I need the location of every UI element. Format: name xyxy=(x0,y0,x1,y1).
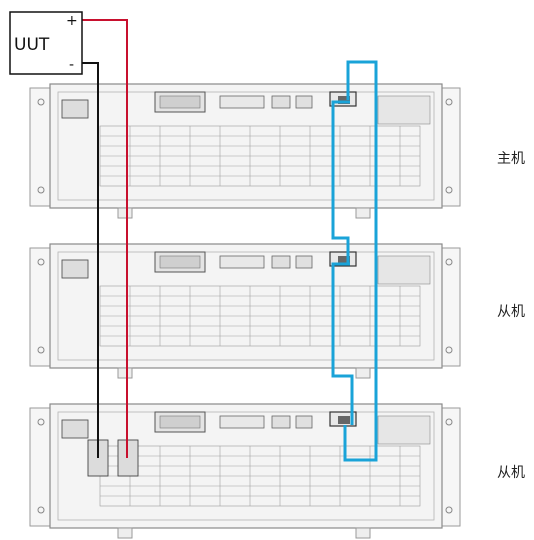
uut-label: UUT xyxy=(14,35,50,55)
rack-feet xyxy=(117,367,371,379)
rack-feet xyxy=(117,527,371,539)
fan-panel xyxy=(154,91,206,113)
link-cable-master-to-slave1 xyxy=(331,100,350,264)
uut-box xyxy=(9,11,83,75)
load-unit-master xyxy=(29,83,461,219)
rack-ears xyxy=(29,87,461,207)
fan-panel xyxy=(154,411,206,433)
io-port-2 xyxy=(338,416,350,424)
load-unit-slave-2 xyxy=(29,403,461,539)
unit-role-label-slave-2: 从机 xyxy=(497,465,525,481)
uut-negative-terminal: - xyxy=(69,57,74,73)
vent-grid xyxy=(99,125,421,187)
rack-ears xyxy=(29,247,461,367)
positive-wire xyxy=(82,19,128,458)
connector-strip xyxy=(219,95,313,109)
vent-grid xyxy=(99,285,421,347)
negative-wire xyxy=(82,62,99,458)
rack-feet xyxy=(117,207,371,219)
connector-strip xyxy=(219,415,313,429)
io-port-2 xyxy=(338,96,350,104)
terminal-block-left xyxy=(61,259,89,279)
uut-device: UUT + - xyxy=(9,11,83,75)
unit-role-label-master: 主机 xyxy=(497,151,525,167)
terminal-block-left xyxy=(61,99,89,119)
load-unit-slave-1 xyxy=(29,243,461,379)
outer-link-loop xyxy=(343,60,378,462)
rack-ears xyxy=(29,407,461,527)
vent-cluster-right xyxy=(377,255,431,285)
io-port-2 xyxy=(338,256,350,264)
unit-role-label-slave-1: 从机 xyxy=(497,304,525,320)
link-cable-slave1-to-slave2 xyxy=(331,262,354,425)
terminal-block-left xyxy=(61,419,89,439)
vent-grid xyxy=(99,445,421,507)
vent-cluster-right xyxy=(377,415,431,445)
connector-strip xyxy=(219,255,313,269)
link-cables xyxy=(331,60,378,462)
fan-panel xyxy=(154,251,206,273)
vent-cluster-right xyxy=(377,95,431,125)
uut-positive-terminal: + xyxy=(66,13,78,29)
